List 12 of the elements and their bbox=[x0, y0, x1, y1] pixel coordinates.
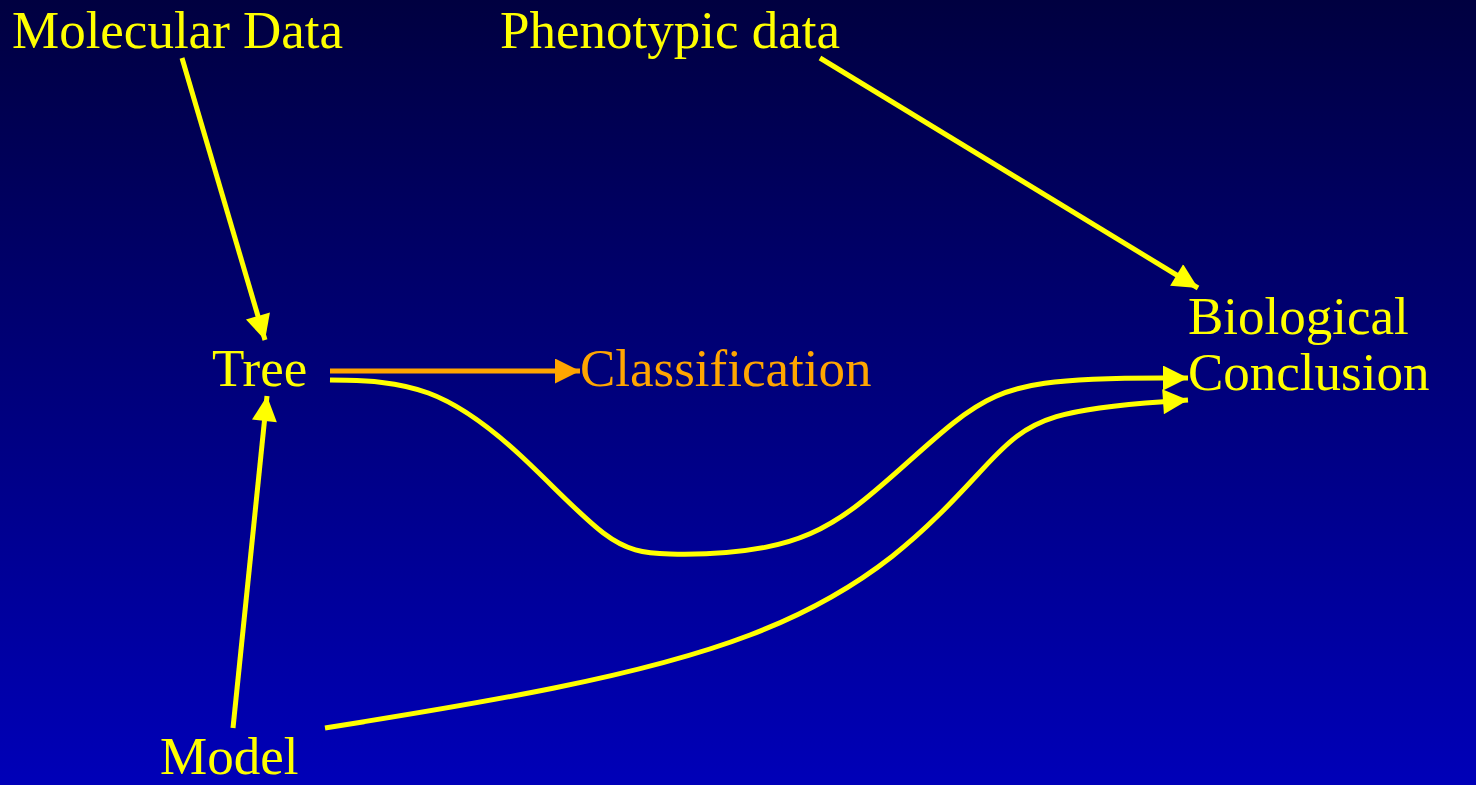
arrow bbox=[329, 365, 1188, 557]
node-label: Classification bbox=[580, 340, 872, 396]
arrow bbox=[330, 358, 580, 384]
node-label: Tree bbox=[212, 340, 308, 396]
arrow bbox=[324, 389, 1189, 731]
node-label: Phenotypic data bbox=[500, 2, 840, 58]
arrow bbox=[230, 395, 277, 729]
node-label: Model bbox=[160, 728, 299, 784]
node-label: Molecular Data bbox=[12, 2, 344, 58]
arrow bbox=[179, 57, 270, 341]
arrow bbox=[818, 55, 1200, 291]
node-label: Biological Conclusion bbox=[1188, 288, 1431, 400]
